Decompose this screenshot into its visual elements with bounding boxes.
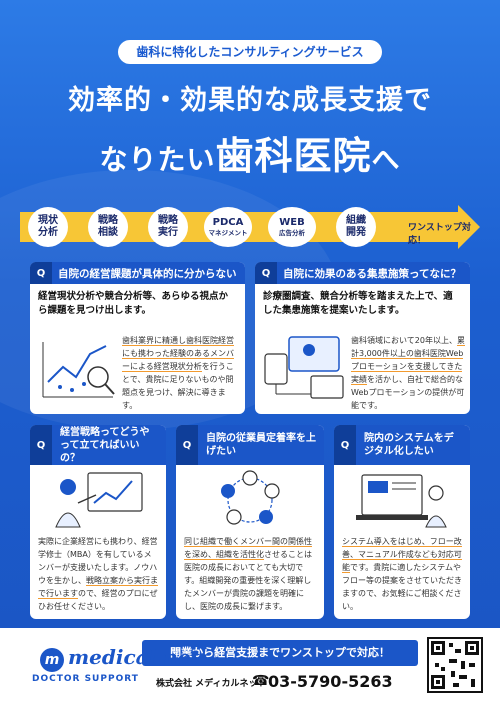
footer-band: 開業から経営支援までワンストップで対応！ <box>142 640 418 666</box>
card-body-highlight: 同じ組織で働くメンバー間の関係性を深め、組織を活性化 <box>184 537 312 560</box>
steps-end-label: ワンストップ対応！ <box>408 223 471 246</box>
step-sub: 広告分析 <box>279 229 305 237</box>
faq-card-retention: Q 自院の従業員定着率を上げたい 同じ組織で働くメンバー間の関係性を深め、組織を… <box>176 425 324 619</box>
logo-name: medical net <box>68 645 200 669</box>
step-label: 戦略 相談 <box>98 215 118 238</box>
phone-icon: ☎ <box>252 673 270 689</box>
step-consult: 戦略 相談 <box>88 207 128 247</box>
arrow-right-icon <box>458 205 480 249</box>
card-body-highlight: 戦略立案から実行まで行います <box>38 576 158 599</box>
faq-card-analysis: Q 自院の経営課題が具体的に分からない 経営現状分析や競合分析等、あらゆる視点か… <box>30 262 245 414</box>
q-badge: Q <box>30 425 52 465</box>
step-label: 組織 開発 <box>346 215 366 238</box>
card-title: 自院の従業員定着率を上げたい <box>206 433 316 457</box>
faq-card-digital: Q 院内のシステムをデジタル化したい システム導入をはじめ、フロー改善、マニュア… <box>334 425 470 619</box>
card-body-rest: ので、経営のプロにぜひお任せください。 <box>38 589 158 611</box>
card-title: 自院に効果のある集患施策ってなに？ <box>283 267 461 280</box>
card-header: Q 自院の従業員定着率を上げたい <box>176 425 324 465</box>
faq-card-marketing: Q 自院に効果のある集患施策ってなに？ 診療圏調査、競合分析等を踏まえた上で、適… <box>255 262 470 414</box>
card-body-rest: を行うことで、貴院に足りないものや問題点を見つけ、解決に導きます。 <box>122 362 234 410</box>
step-execute: 戦略 実行 <box>148 207 188 247</box>
step-label: 戦略 実行 <box>158 215 178 238</box>
web-promotion-illustration <box>264 336 344 399</box>
q-badge: Q <box>255 262 277 284</box>
card-body-pre: 歯科領域において20年以上、 <box>351 336 457 345</box>
analysis-chart-illustration <box>42 342 115 398</box>
q-badge: Q <box>176 425 198 465</box>
card-header: Q 経営戦略ってどうやって立てればいいの？ <box>30 425 166 465</box>
q-badge: Q <box>30 262 52 284</box>
system-illustration <box>356 474 447 528</box>
step-label: WEB <box>279 217 305 228</box>
headline-line2-post: へ <box>371 143 401 176</box>
card-header: Q 自院の経営課題が具体的に分からない <box>30 262 245 284</box>
card-body: 歯科領域において20年以上、累計3,000件以上の歯科医院Webプロモーションを… <box>351 334 465 412</box>
step-label: 現状 分析 <box>38 215 58 238</box>
card-title: 院内のシステムをデジタル化したい <box>364 433 454 457</box>
step-sub: マネジメント <box>208 229 248 237</box>
card-lead: 経営現状分析や競合分析等、あらゆる視点から課題を見つけ出します。 <box>38 291 229 316</box>
card-header: Q 院内のシステムをデジタル化したい <box>334 425 470 465</box>
headline-line2: なりたい歯科医院へ <box>0 125 500 180</box>
medicalnet-logo-icon: m <box>40 648 64 672</box>
card-body-highlight: 歯科業界に精通し歯科医院経営にも携わった経験のあるメンバーによる経営現状分析 <box>122 336 234 372</box>
step-analysis: 現状 分析 <box>28 207 68 247</box>
card-body-rest: です。貴院に適したシステムやフロー等の提案をさせていただきますので、お気軽にご相… <box>342 563 462 611</box>
q-badge: Q <box>334 425 356 465</box>
card-body-highlight: システム導入をはじめ、フロー改善、マニュアル作成なども対応可能 <box>342 537 462 573</box>
logo-subtitle: DOCTOR SUPPORT <box>32 674 139 684</box>
card-header: Q 自院に効果のある集患施策ってなに？ <box>255 262 470 284</box>
card-body-rest: を活かし、自社で総合的なWebプロモーションの提供が可能です。 <box>351 375 465 410</box>
card-title: 自院の経営課題が具体的に分からない <box>58 267 237 280</box>
tagline-pill: 歯科に特化したコンサルティングサービス <box>118 40 382 64</box>
company-name: 株式会社 メディカルネット <box>156 679 267 689</box>
card-lead: 診療圏調査、競合分析等を踏まえた上で、適した集患施策を提案いたします。 <box>263 291 453 316</box>
phone-number[interactable]: 03-5790-5263 <box>268 672 393 691</box>
qr-code[interactable] <box>427 637 483 693</box>
card-body-pre: 実際に企業経営にも携わり、経営学修士（MBA）を有しているメンバーが支援いたしま… <box>38 537 158 585</box>
headline-line1: 効率的・効果的な成長支援で <box>68 85 432 116</box>
strategy-board-illustration <box>55 472 143 528</box>
card-title: 経営戦略ってどうやって立てればいいの？ <box>60 426 150 464</box>
step-org: 組織 開発 <box>336 207 376 247</box>
card-body: システム導入をはじめ、フロー改善、マニュアル作成なども対応可能です。貴院に適した… <box>334 531 470 617</box>
card-body: 同じ組織で働くメンバー間の関係性を深め、組織を活性化させることは医院の成長におい… <box>176 531 324 617</box>
headline-line2-pre: なりたい <box>99 143 216 176</box>
faq-card-strategy: Q 経営戦略ってどうやって立てればいいの？ 実際に企業経営にも携わり、経営学修士… <box>30 425 166 619</box>
card-body-highlight: 累計3,000件以上の歯科医院Webプロモーションを支援してきた実績 <box>351 336 465 385</box>
card-body: 歯科業界に精通し歯科医院経営にも携わった経験のあるメンバーによる経営現状分析を行… <box>122 334 240 412</box>
card-body-rest: させることは医院の成長においてとても大切です。組織開発の重要性を深く理解したメン… <box>184 550 312 611</box>
team-illustration <box>221 470 280 525</box>
card-body: 実際に企業経営にも携わり、経営学修士（MBA）を有しているメンバーが支援いたしま… <box>30 531 166 617</box>
step-label: PDCA <box>212 217 244 228</box>
headline-line2-big: 歯科医院 <box>215 134 372 178</box>
